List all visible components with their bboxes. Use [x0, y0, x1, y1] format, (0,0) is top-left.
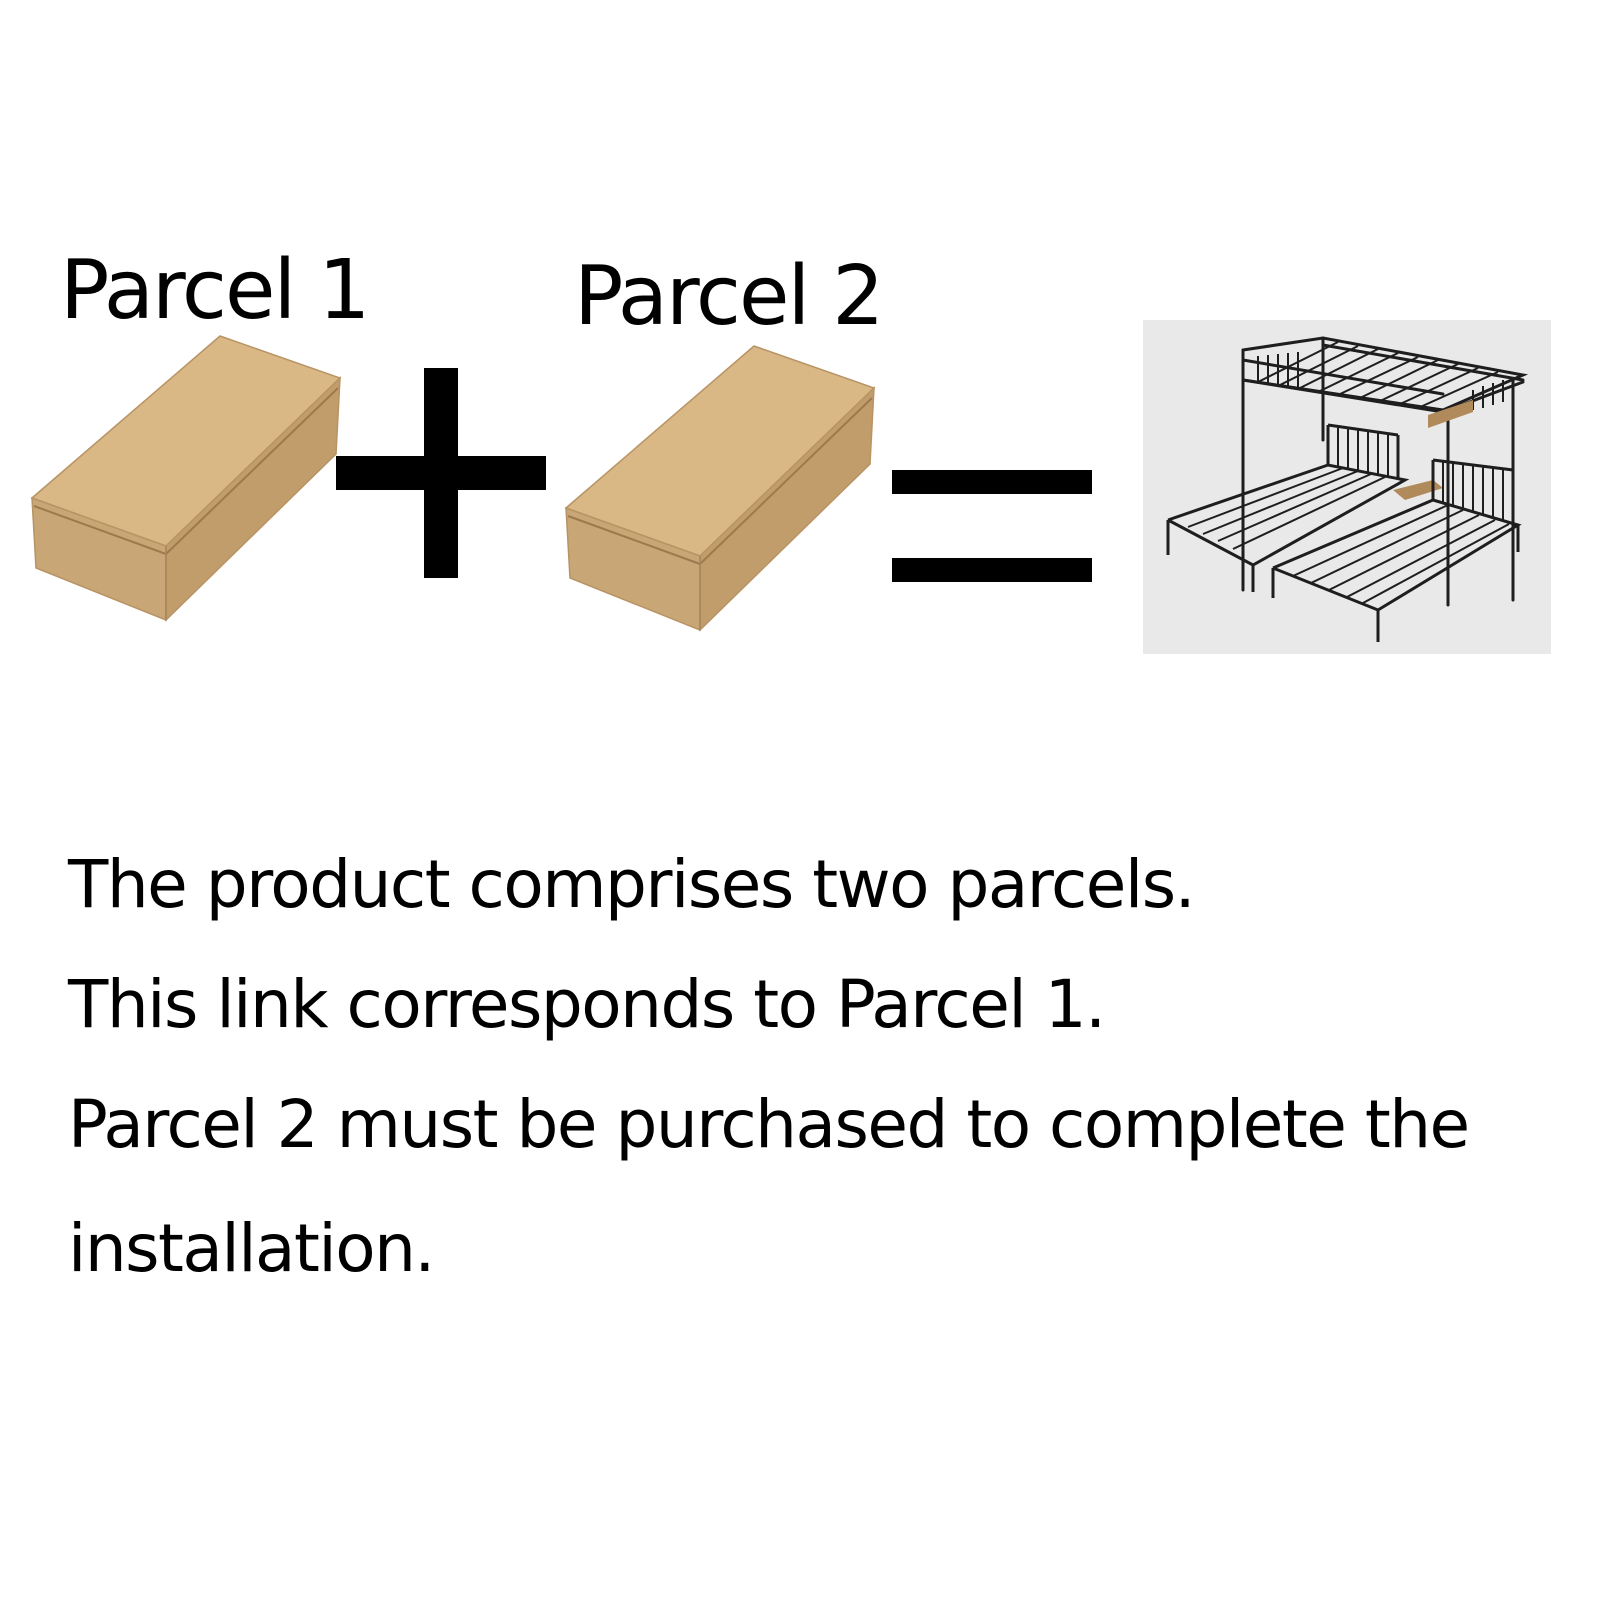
equals-icon — [892, 470, 1092, 582]
plus-icon — [336, 368, 546, 578]
triple-bunk-bed-icon — [1166, 336, 1529, 642]
parcel-1-box-icon — [26, 330, 346, 630]
parcel-2-label: Parcel 2 — [574, 249, 884, 344]
description-line-4: installation. — [68, 1210, 435, 1287]
description-line-3: Parcel 2 must be purchased to complete t… — [68, 1086, 1470, 1163]
parcel-2-box-icon — [560, 340, 880, 640]
description-line-1: The product comprises two parcels. — [68, 846, 1196, 923]
bunk-bed-product-photo — [1143, 320, 1551, 654]
description-line-2: This link corresponds to Parcel 1. — [68, 966, 1106, 1043]
parcel-1-label: Parcel 1 — [60, 243, 370, 338]
